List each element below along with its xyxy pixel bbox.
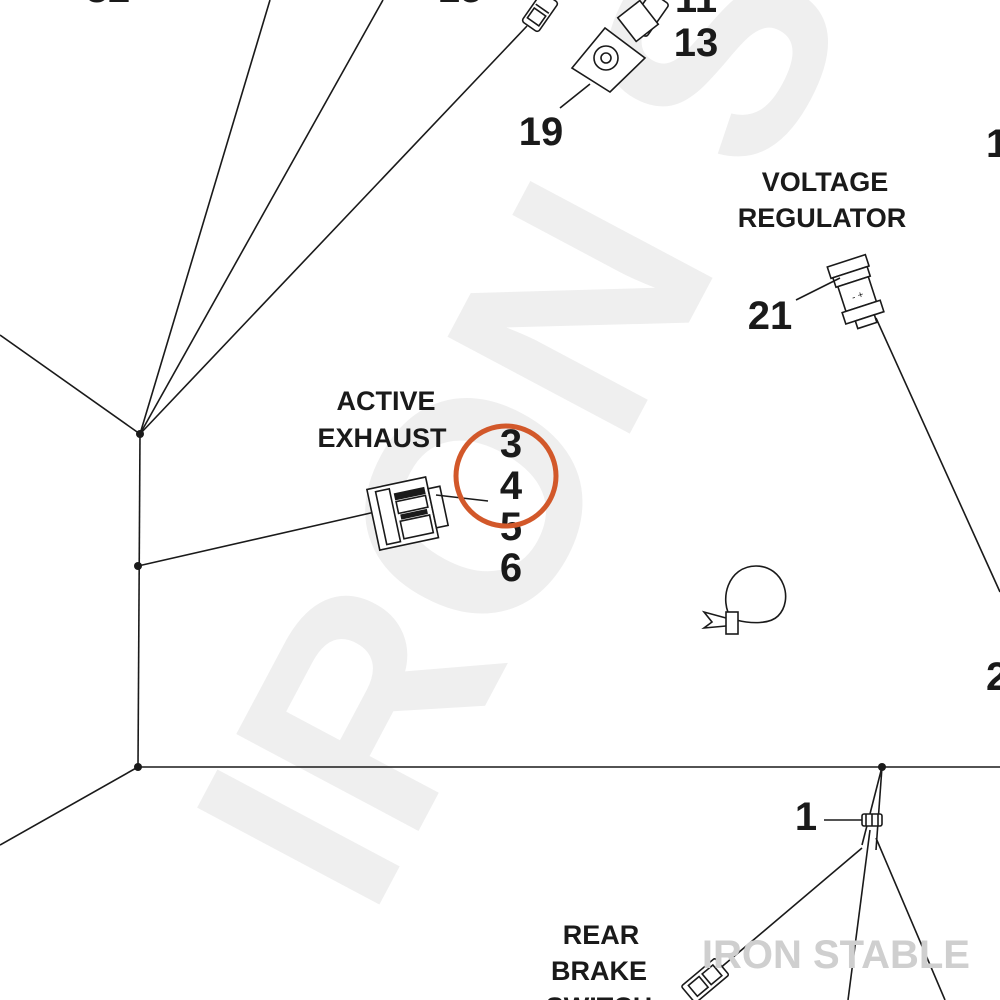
callout-21: 21 (748, 294, 793, 338)
callout-6: 6 (500, 546, 522, 590)
junction-middle (134, 562, 142, 570)
junction-upper (136, 430, 144, 438)
voltage-regulator-label-line1: VOLTAGE (762, 167, 889, 197)
sensor-19 (559, 0, 660, 109)
brand-mark: IRON STABLE (702, 933, 970, 977)
rear-brake-label-line3: SWITCH (546, 992, 652, 1000)
callout-32: 32 (86, 0, 131, 11)
leader-19 (559, 83, 591, 109)
active-exhaust-label-line2: EXHAUST (317, 423, 447, 453)
voltage-regulator-label-line2: REGULATOR (738, 203, 907, 233)
wire-1-d (875, 837, 946, 1000)
callout-19: 19 (519, 110, 564, 154)
wire-left-diagonal (0, 334, 141, 435)
wire-bottom-left-diagonal (0, 766, 139, 846)
wire-voltage-regulator (875, 317, 1000, 593)
wire-to-rear-brake (711, 847, 863, 976)
wire-1-a (861, 766, 883, 846)
leader-21 (795, 277, 841, 301)
highlight-circle (453, 423, 559, 529)
wire-1-c (847, 829, 871, 1000)
wire-to-13 (139, 25, 528, 435)
p-clamp (701, 565, 787, 635)
voltage-regulator-connector: - + (826, 253, 885, 330)
connector-top (521, 0, 559, 33)
callout-4: 4 (500, 464, 523, 508)
wire-to-15 (139, 0, 384, 435)
svg-text:- +: - + (850, 289, 865, 303)
junction-right (878, 763, 886, 771)
clip-1 (824, 813, 883, 827)
rear-brake-switch-connector (681, 958, 730, 1000)
wire-main-vertical (137, 433, 141, 768)
callout-right-mid: 2 (986, 655, 1000, 699)
callout-right-top: 1 (986, 122, 1000, 166)
watermark: IRON STABLE (130, 0, 1000, 952)
callout-13: 13 (674, 21, 719, 65)
callout-3: 3 (500, 422, 522, 466)
junction-lower (134, 763, 142, 771)
active-exhaust-label-line1: ACTIVE (336, 386, 435, 416)
wire-1-b (875, 766, 883, 851)
wire-to-active-exhaust (137, 511, 376, 567)
callout-1: 1 (795, 795, 817, 839)
callout-15: 15 (438, 0, 483, 11)
wire-to-32 (139, 0, 271, 435)
callout-11: 11 (675, 0, 717, 21)
active-exhaust-connector (365, 476, 450, 552)
rear-brake-label-line1: REAR (563, 920, 640, 950)
rear-brake-label-line2: BRAKE (551, 956, 647, 986)
